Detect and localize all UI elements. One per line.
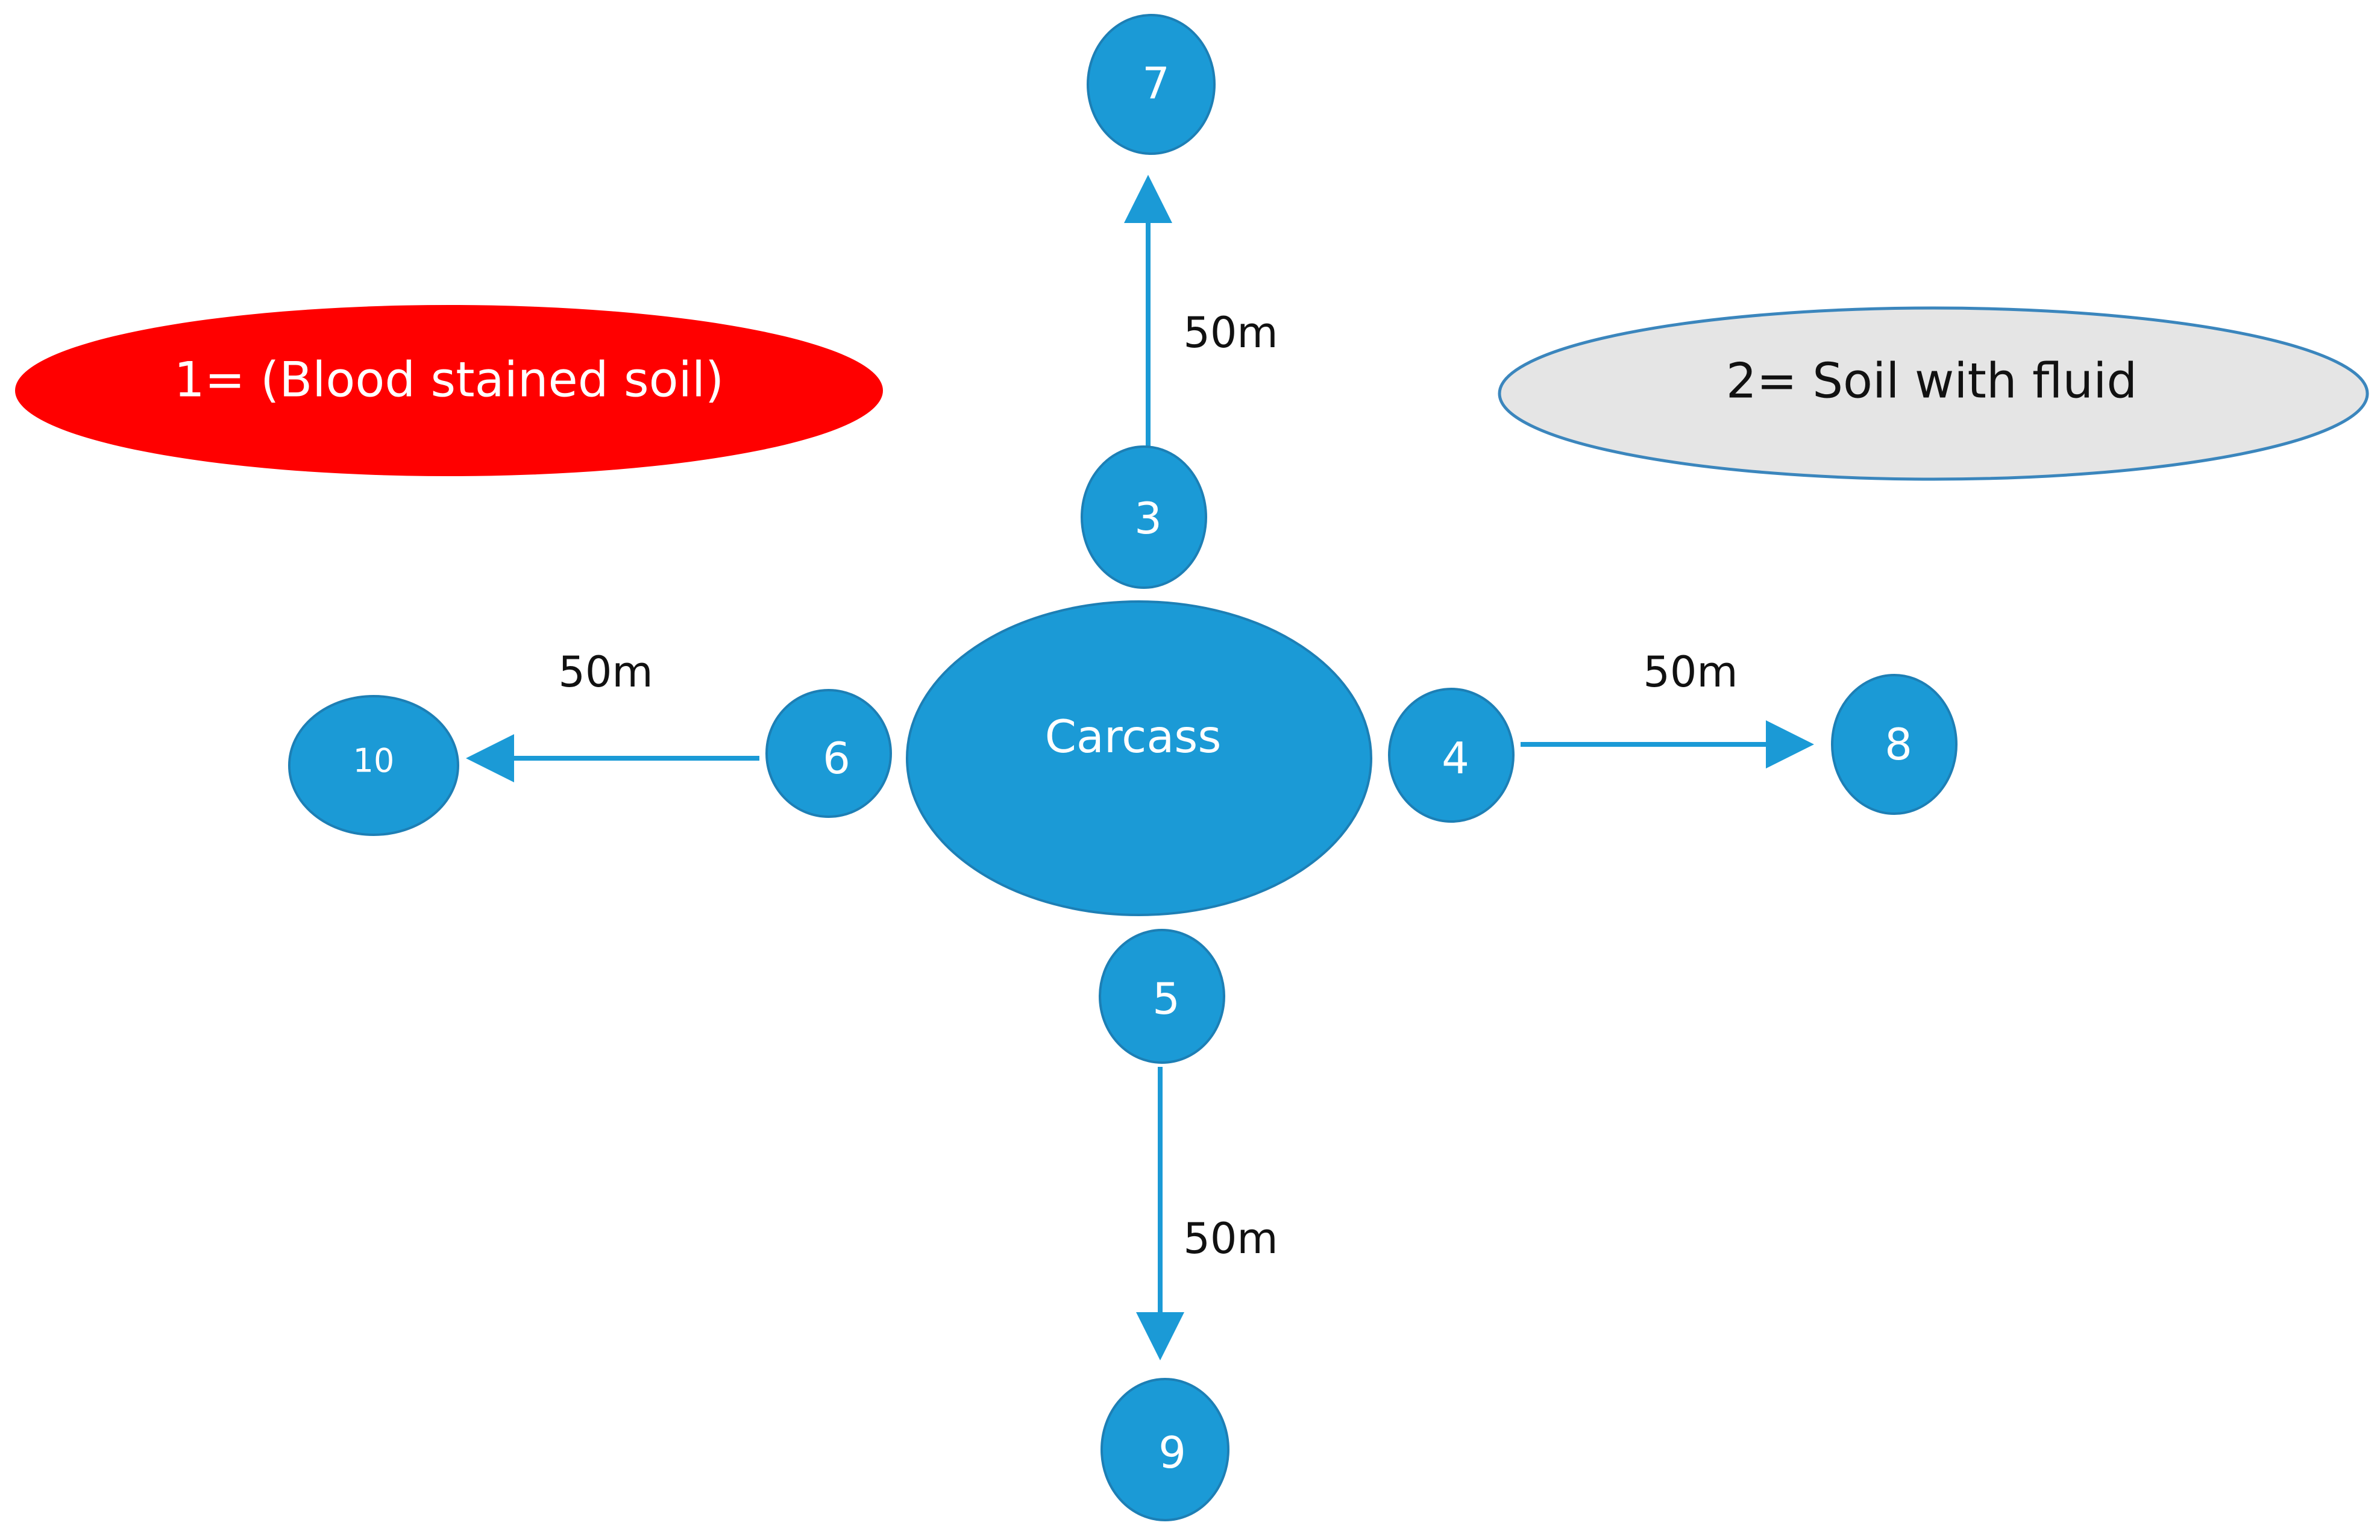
distance-south-label: 50m [1183, 1214, 1278, 1263]
node-9: 9 [1101, 1378, 1229, 1521]
legend-blood-ellipse [15, 305, 883, 476]
node-5: 5 [1099, 929, 1225, 1064]
node-4-label: 4 [1442, 733, 1469, 784]
node-3-label: 3 [1134, 493, 1162, 544]
distance-north-label: 50m [1183, 308, 1278, 357]
node-carcass: Carcass [906, 600, 1372, 916]
node-3: 3 [1081, 445, 1207, 589]
node-7: 7 [1087, 14, 1216, 155]
legend-fluid-ellipse [1498, 306, 2369, 481]
distance-east-label: 50m [1643, 647, 1738, 697]
node-8: 8 [1831, 674, 1958, 815]
node-5-label: 5 [1152, 973, 1180, 1024]
legend-blood-stained-soil: 1= (Blood stained soil) [15, 305, 883, 476]
node-8-label: 8 [1885, 719, 1912, 770]
node-4: 4 [1388, 688, 1515, 823]
node-carcass-label: Carcass [1045, 710, 1222, 763]
node-9-label: 9 [1158, 1427, 1186, 1478]
legend-fluid-label: 2= Soil with fluid [1726, 353, 2137, 409]
legend-soil-with-fluid: 2= Soil with fluid [1498, 306, 2369, 481]
node-7-label: 7 [1142, 58, 1170, 108]
node-6-label: 6 [823, 733, 850, 784]
node-10: 10 [288, 695, 459, 836]
node-10-label: 10 [353, 742, 395, 780]
distance-west-label: 50m [558, 647, 653, 697]
node-6: 6 [765, 689, 892, 818]
legend-blood-label: 1= (Blood stained soil) [174, 352, 724, 408]
